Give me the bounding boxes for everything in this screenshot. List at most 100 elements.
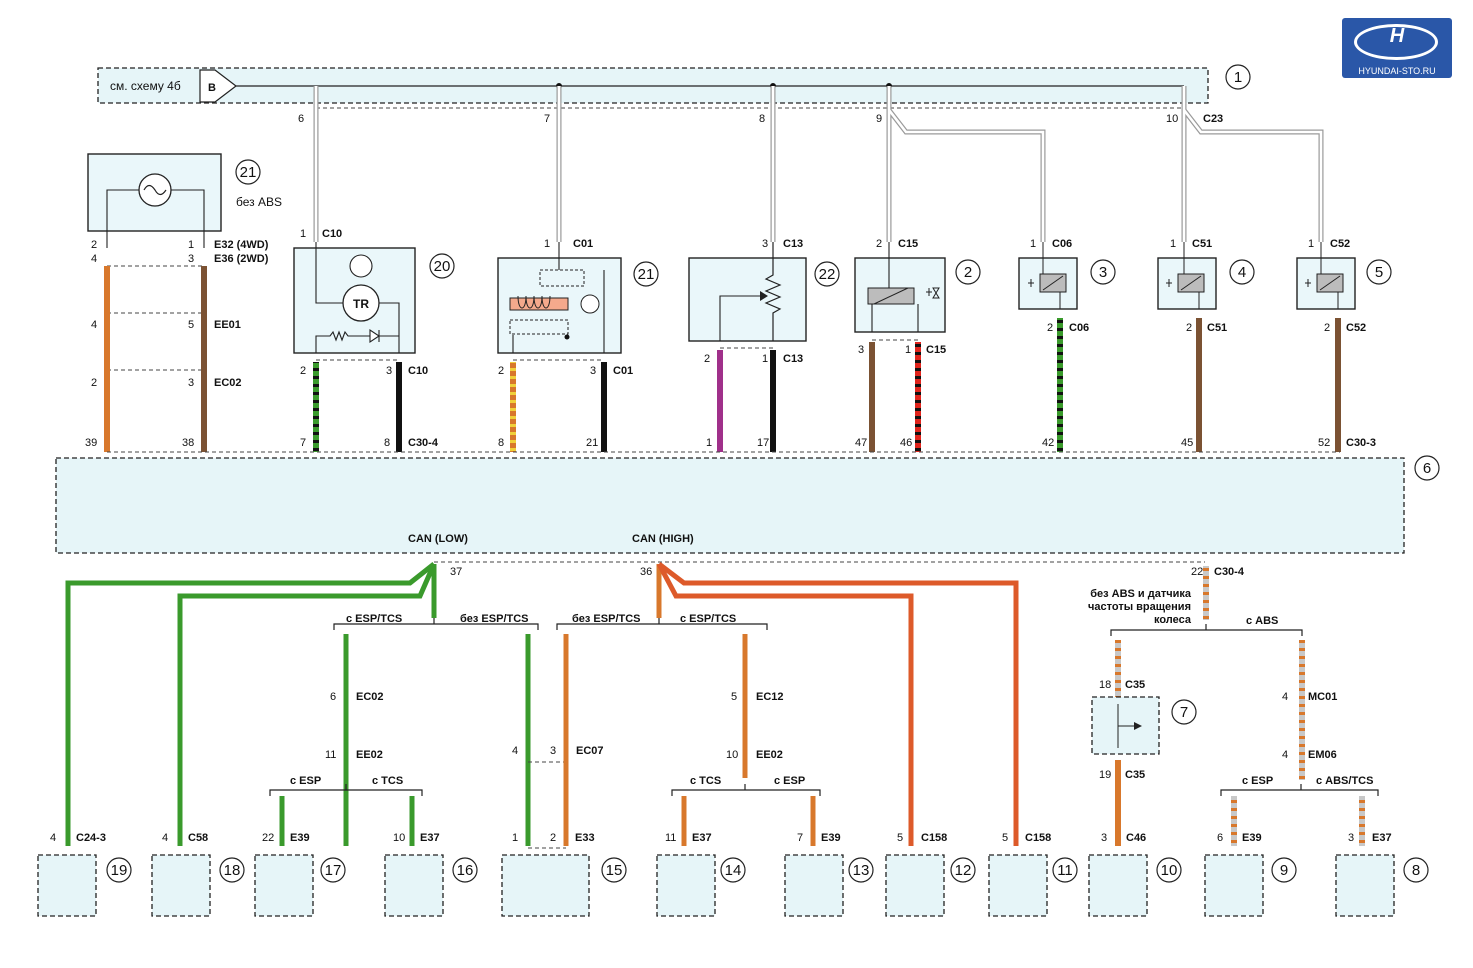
ecu-pin: 17 [757, 437, 769, 449]
callout-22 [814, 261, 840, 287]
callout-text: 9 [1280, 862, 1288, 879]
top-pin: 8 [759, 113, 765, 125]
pin: 2 [704, 353, 710, 365]
pin: 6 [330, 691, 336, 703]
valve-3 [1018, 242, 1078, 310]
ecu-pin: 7 [300, 437, 306, 449]
top-pin: 10 [1166, 113, 1178, 125]
valve-4 [1157, 242, 1217, 310]
pin: 11 [325, 749, 336, 761]
wire-black [396, 362, 402, 452]
ecu-pin: 22 [1191, 566, 1203, 578]
pin: 2 [550, 832, 556, 844]
pin: 4 [1282, 749, 1288, 761]
wire-orange [1115, 760, 1121, 846]
ecu-pin: 42 [1042, 437, 1054, 449]
pin: 4 [50, 832, 56, 844]
ref-letter: B [208, 82, 216, 94]
branch-label: с TCS [690, 775, 721, 787]
wire-orange-yellow [510, 362, 516, 452]
callout-text: 21 [638, 266, 655, 283]
conn: C35 [1125, 769, 1145, 781]
top-pin: 9 [876, 113, 882, 125]
branch-label: с ESP/TCS [680, 613, 736, 625]
wire-green-black [313, 362, 319, 452]
motor-icon [580, 294, 600, 314]
branch-label: с ABS [1246, 615, 1278, 627]
branch-label: с ESP/TCS [346, 613, 402, 625]
wire-purple [717, 350, 723, 452]
wire-brown [1196, 318, 1202, 452]
conn: C51 [1207, 322, 1227, 334]
pin: 1 [544, 238, 550, 250]
bracket-low [333, 618, 539, 630]
wire-black [601, 362, 607, 452]
ref-arrow [199, 69, 237, 103]
branch-label: без ESP/TCS [460, 613, 529, 625]
ecu-pin: 52 [1318, 437, 1330, 449]
bracket-esp-abs [1220, 784, 1379, 796]
conn: EE02 [356, 749, 383, 761]
ref-label: см. схему 4б [110, 79, 181, 93]
tr-label: TR [353, 297, 369, 311]
branch-label: с ABS/TCS [1316, 775, 1373, 787]
callout-21a-text: 21 [240, 164, 257, 181]
wire-brown [869, 342, 875, 452]
ecu-pin: 36 [640, 566, 652, 578]
note-no-abs: без ABS [236, 195, 282, 209]
motor-icon [349, 254, 373, 278]
diode-icon [369, 328, 380, 344]
can-low-wires [65, 562, 531, 846]
bracket-high [556, 618, 768, 630]
pin: 3 [590, 365, 596, 377]
callout-2 [955, 259, 981, 285]
ecu-box [55, 457, 1405, 554]
conn: C30-4 [1214, 566, 1245, 578]
ecu-pin: 47 [855, 437, 867, 449]
callout-5 [1366, 259, 1392, 285]
pin: 11 [665, 832, 676, 844]
pin: 4 [512, 745, 518, 757]
conn: C52 [1330, 238, 1350, 250]
pin: 4 [162, 832, 168, 844]
branch-label: без ESP/TCS [572, 613, 641, 625]
branch-label: с ESP [774, 775, 805, 787]
no-abs-note-1: без ABS и датчика [1090, 588, 1192, 600]
conn: EC12 [756, 691, 784, 703]
valve-5 [1296, 242, 1356, 310]
pin: 2 [876, 238, 882, 250]
ecu-pin: 1 [706, 437, 712, 449]
feed-wires [313, 86, 1324, 242]
wire-red-black [915, 342, 921, 452]
pin: 1 [1030, 238, 1036, 250]
pin: 2 [1324, 322, 1330, 334]
wire-green-black [1057, 318, 1063, 452]
conn: C01 [613, 365, 633, 377]
conn: EC02 [214, 377, 242, 389]
conn: EC07 [576, 745, 604, 757]
conn: EM06 [1308, 749, 1337, 761]
callout-21a [235, 159, 261, 185]
component-22-sensor [688, 257, 807, 342]
pin: 1 [188, 239, 194, 251]
ecu-pin: 38 [182, 437, 194, 449]
callout-text: 16 [457, 862, 474, 879]
pin: 1 [762, 353, 768, 365]
callout-7 [1171, 699, 1197, 725]
callout-text: 19 [111, 862, 128, 879]
pin: 1 [300, 228, 306, 240]
conn: EC02 [356, 691, 384, 703]
conn: C13 [783, 353, 803, 365]
bottom-callouts [106, 857, 1429, 883]
ecu-pin: 8 [498, 437, 504, 449]
conn: E37 [420, 832, 440, 844]
pin: 3 [1348, 832, 1354, 844]
conn: E39 [1242, 832, 1262, 844]
pin: 5 [188, 319, 194, 331]
bracket-tcs-esp [671, 784, 821, 796]
pin: 22 [262, 832, 274, 844]
callout-text: 2 [964, 264, 972, 281]
pin: 4 [1282, 691, 1288, 703]
pin: 2 [1047, 322, 1053, 334]
